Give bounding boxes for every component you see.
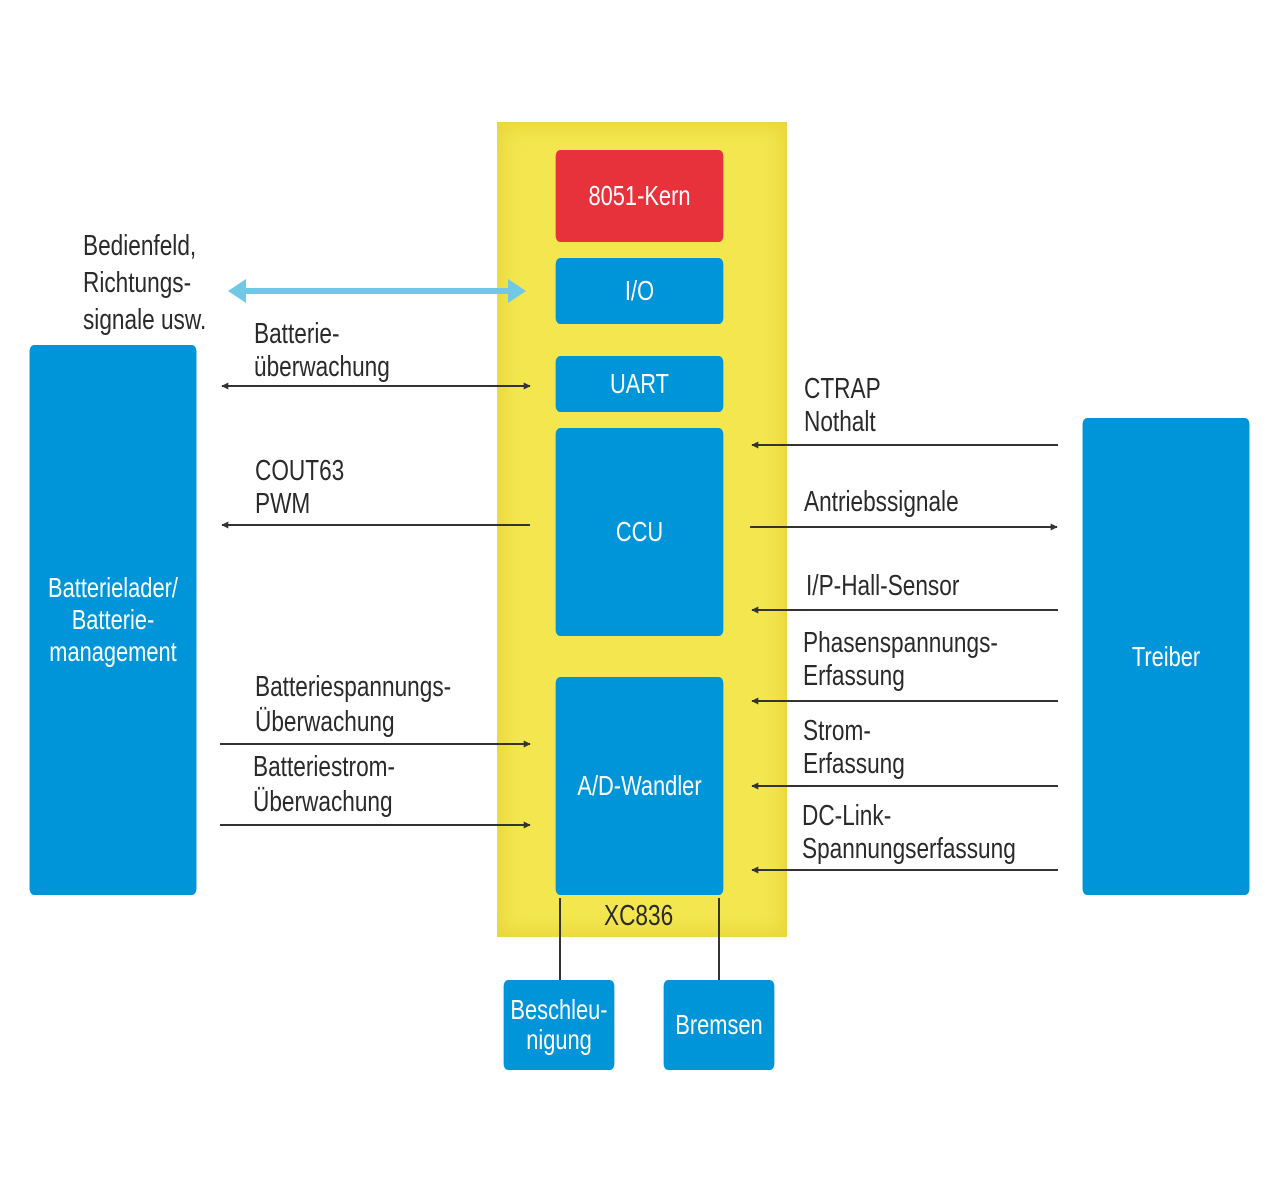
uart-block: UART [555,356,724,412]
battery-current-label: Batteriestrom- Überwachung [253,751,396,818]
core-block: 8051-Kern [555,150,724,242]
adc-label: A/D-Wandler [577,770,702,801]
ccu-block: CCU [555,428,724,636]
ccu-label: CCU [615,516,664,547]
brake-label: Bremsen [675,1009,763,1040]
chip-label: XC836 [604,900,674,932]
cout63-pwm-label: COUT63 PWM [255,455,345,520]
io-block: I/O [555,258,724,324]
battery-monitor-label: Batterie- überwachung [254,318,390,383]
accel-label: Beschleu- nigung [510,994,608,1055]
battery-voltage-label: Batteriespannungs- Überwachung [255,671,452,738]
battery-manager-block: Batterielader/ Batterie- management [29,345,197,895]
phase-voltage-label: Phasenspannungs- Erfassung [803,627,998,692]
io-bus-arrow-left [228,279,246,303]
dc-link-label: DC-Link- Spannungserfassung [802,800,1016,865]
battery-manager-label: Batterielader/ Batterie- management [48,572,178,667]
uart-label: UART [609,368,670,399]
driver-label: Treiber [1131,640,1201,672]
panel-label: Bedienfeld, Richtungs- signale usw. [83,230,207,336]
accel-block: Beschleu- nigung [503,980,615,1070]
brake-block: Bremsen [663,980,775,1070]
hall-sensor-label: I/P-Hall-Sensor [806,570,960,602]
adc-block: A/D-Wandler [555,677,724,895]
drive-signals-label: Antriebssignale [804,486,959,518]
core-label: 8051-Kern [588,180,691,211]
driver-block: Treiber [1082,418,1250,895]
ctrap-label: CTRAP Nothalt [804,373,881,438]
io-label: I/O [624,275,655,306]
current-sense-label: Strom- Erfassung [803,715,905,780]
